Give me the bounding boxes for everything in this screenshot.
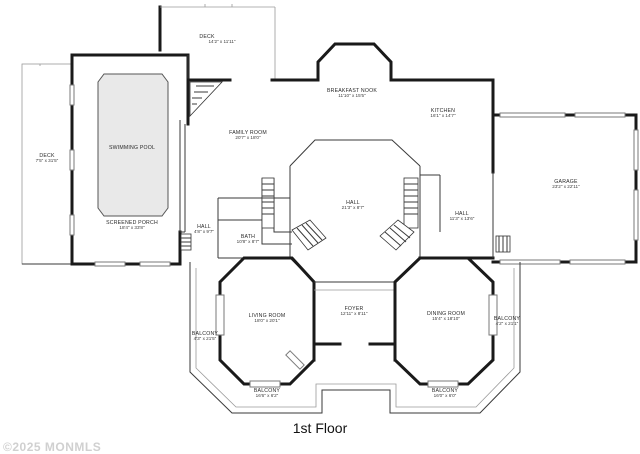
room-garage-dims: 23'2" x 22'11" bbox=[552, 184, 580, 189]
room-foyer-name: FOYER bbox=[345, 306, 364, 312]
room-hall-center-name: HALL bbox=[346, 200, 360, 206]
room-breakfast-nook-dims: 11'10" x 15'5" bbox=[338, 93, 366, 98]
room-breakfast-nook-name: BREAKFAST NOOK bbox=[327, 88, 377, 94]
room-balcony-left-dims: 4'3" x 21'5" bbox=[194, 336, 217, 341]
foyer-area bbox=[312, 281, 397, 362]
room-family-room-name: FAMILY ROOM bbox=[229, 130, 267, 136]
garage-area bbox=[491, 112, 639, 265]
room-labels: DECK 14'2" x 11'11" BREAKFAST NOOK 11'10… bbox=[36, 34, 580, 398]
center-hall bbox=[289, 139, 421, 283]
room-balcony-right-dims: 4'2" x 21'1" bbox=[496, 321, 519, 326]
stairs-right bbox=[379, 177, 419, 251]
room-foyer-dims: 12'11" x 8'11" bbox=[340, 311, 367, 316]
room-balcony-left-name: BALCONY bbox=[192, 331, 219, 337]
room-screened-porch-name: SCREENED PORCH bbox=[106, 220, 158, 226]
room-balcony-right-name: BALCONY bbox=[494, 316, 521, 322]
room-hall-right-dims: 11'3" x 13'6" bbox=[450, 216, 475, 221]
room-balcony-bottom-left-dims: 16'6" x 6'2" bbox=[256, 393, 279, 398]
deck-left-area bbox=[21, 63, 73, 265]
floor-title: 1st Floor bbox=[292, 420, 348, 436]
room-hall-left-dims: 4'8" x 9'7" bbox=[194, 229, 214, 234]
room-bath-dims: 10'8" x 8'7" bbox=[237, 239, 260, 244]
balconies bbox=[189, 262, 521, 414]
dining-room-area bbox=[393, 256, 498, 388]
room-balcony-bottom-left-name: BALCONY bbox=[254, 388, 281, 394]
room-swimming-pool-name: SWIMMING POOL bbox=[109, 145, 155, 151]
left-hall-steps bbox=[180, 233, 192, 251]
screened-porch-area bbox=[69, 53, 190, 267]
room-hall-right-name: HALL bbox=[455, 211, 469, 217]
room-balcony-bottom-right-dims: 16'0" x 6'0" bbox=[434, 393, 457, 398]
watermark: ©2025 MONMLS bbox=[3, 440, 102, 454]
room-kitchen-dims: 16'1" x 14'7" bbox=[430, 113, 456, 118]
room-deck-left-dims: 7'5" x 31'5" bbox=[36, 158, 59, 163]
room-kitchen-name: KITCHEN bbox=[431, 108, 455, 114]
garage-steps bbox=[495, 235, 511, 253]
room-hall-left-name: HALL bbox=[197, 224, 211, 230]
room-deck-top-name: DECK bbox=[199, 34, 215, 40]
room-dining-room-name: DINING ROOM bbox=[427, 311, 465, 317]
corner-stairs bbox=[189, 81, 223, 118]
room-balcony-bottom-right-name: BALCONY bbox=[432, 388, 459, 394]
room-dining-room-dims: 15'4" x 18'10" bbox=[432, 316, 460, 321]
room-hall-center-dims: 21'3" x 8'7" bbox=[342, 205, 365, 210]
room-living-room-dims: 18'0" x 20'1" bbox=[254, 318, 280, 323]
deck-top-area bbox=[158, 4, 276, 80]
room-bath-name: BATH bbox=[241, 234, 255, 240]
room-living-room-name: LIVING ROOM bbox=[249, 313, 286, 319]
room-family-room-dims: 20'7" x 18'0" bbox=[235, 135, 261, 140]
stairs-left bbox=[261, 177, 327, 251]
main-house-walls bbox=[184, 42, 495, 232]
room-deck-left-name: DECK bbox=[39, 153, 55, 159]
room-garage-name: GARAGE bbox=[554, 179, 578, 185]
room-screened-porch-dims: 18'4" x 33'8" bbox=[119, 225, 145, 230]
room-deck-top-dims: 14'2" x 11'11" bbox=[208, 39, 235, 44]
swimming-pool-shape bbox=[97, 73, 169, 217]
